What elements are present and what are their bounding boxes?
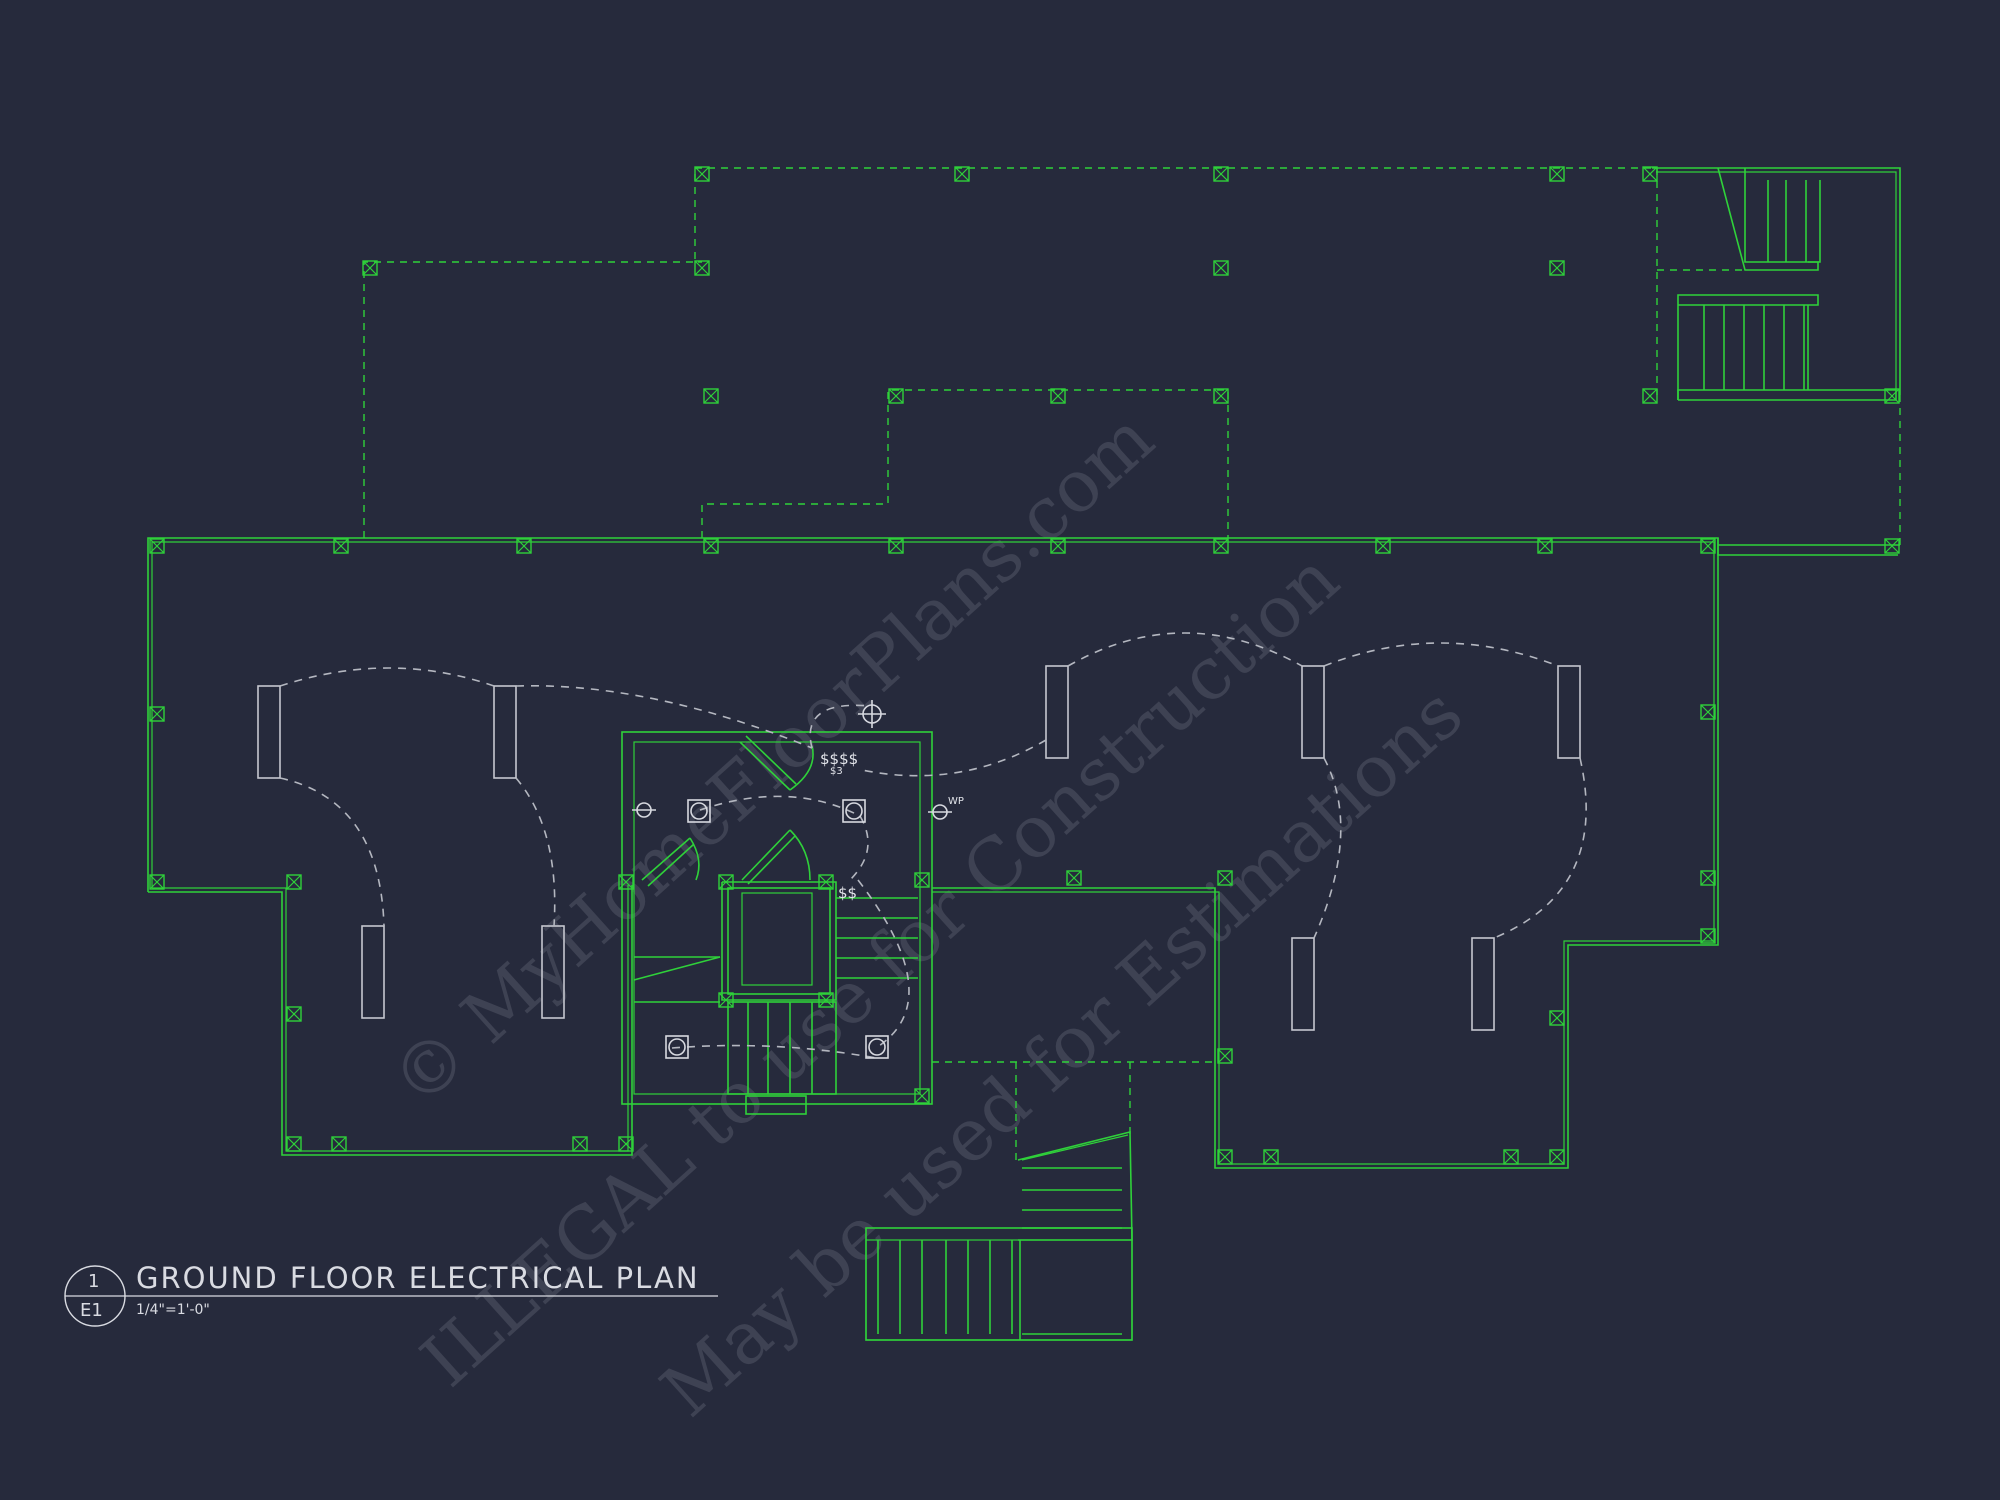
windows — [257, 665, 1581, 1031]
post-marker — [1700, 538, 1716, 554]
post-marker — [1549, 1010, 1565, 1026]
post-marker — [1050, 388, 1066, 404]
wp-label: WP — [948, 796, 964, 807]
post-marker — [331, 1136, 347, 1152]
post-marker — [703, 388, 719, 404]
post-marker — [888, 538, 904, 554]
post-marker — [718, 874, 734, 890]
post-marker — [286, 1006, 302, 1022]
post-marker — [1537, 538, 1553, 554]
light-fixtures — [632, 700, 952, 1059]
detail-number: 1 — [88, 1271, 99, 1292]
post-marker — [914, 872, 930, 888]
post-marker — [1642, 166, 1658, 182]
central-stair-core — [621, 731, 933, 1115]
post-marker — [1213, 538, 1229, 554]
post-marker — [1884, 388, 1900, 404]
post-marker — [1375, 538, 1391, 554]
post-marker — [718, 992, 734, 1008]
main-floor-walls — [147, 537, 1719, 1169]
post-marker — [362, 260, 378, 276]
post-marker — [1503, 1149, 1519, 1165]
post-marker — [888, 388, 904, 404]
outlet-left — [632, 802, 656, 818]
ceiling-light-3 — [665, 1035, 689, 1059]
post-marker — [1700, 704, 1716, 720]
post-marker — [1549, 260, 1565, 276]
post-marker — [694, 260, 710, 276]
post-marker — [1549, 1149, 1565, 1165]
sheet-number: E1 — [80, 1300, 103, 1321]
post-marker — [1217, 870, 1233, 886]
switch-3way-label: $3 — [830, 766, 843, 777]
post-marker — [1066, 870, 1082, 886]
switch-gang-label: $$$$ — [820, 750, 858, 768]
post-marker — [818, 992, 834, 1008]
post-marker — [1263, 1149, 1279, 1165]
post-marker — [572, 1136, 588, 1152]
post-marker — [1884, 538, 1900, 554]
post-marker — [149, 874, 165, 890]
lower-entry-stair — [865, 1061, 1215, 1341]
post-marker — [1700, 928, 1716, 944]
post-marker — [333, 538, 349, 554]
post-marker — [1217, 1048, 1233, 1064]
upper-right-stair — [1652, 167, 1901, 556]
post-marker — [703, 538, 719, 554]
post-marker — [914, 1088, 930, 1104]
post-marker — [286, 1136, 302, 1152]
post-marker — [516, 538, 532, 554]
title-block: 1 E1 GROUND FLOOR ELECTRICAL PLAN 1/4"=1… — [64, 1261, 718, 1327]
post-marker — [1700, 870, 1716, 886]
post-marker — [1213, 166, 1229, 182]
post-marker — [1213, 388, 1229, 404]
circuit-wiring — [279, 632, 1587, 1059]
post-markers — [149, 166, 1900, 1165]
post-marker — [286, 874, 302, 890]
post-marker — [818, 874, 834, 890]
post-marker — [694, 166, 710, 182]
post-marker — [618, 1136, 634, 1152]
ceiling-light-4 — [865, 1035, 889, 1059]
drawing-scale: 1/4"=1'-0" — [136, 1302, 210, 1318]
post-marker — [149, 538, 165, 554]
outlet-wp — [928, 804, 952, 820]
post-marker — [1549, 166, 1565, 182]
ceiling-light-2 — [842, 799, 866, 823]
upper-deck-outline — [363, 167, 1901, 545]
post-marker — [149, 706, 165, 722]
switch-symbols: $$$$ $3 $$ WP — [820, 750, 964, 902]
post-marker — [1217, 1149, 1233, 1165]
post-marker — [1213, 260, 1229, 276]
ceiling-light-1 — [687, 799, 711, 823]
post-marker — [1050, 538, 1066, 554]
exterior-light — [858, 700, 886, 728]
post-marker — [618, 874, 634, 890]
post-marker — [1642, 388, 1658, 404]
post-marker — [954, 166, 970, 182]
switch-pair-label: $$ — [838, 884, 857, 902]
drawing-title: GROUND FLOOR ELECTRICAL PLAN — [136, 1261, 700, 1295]
